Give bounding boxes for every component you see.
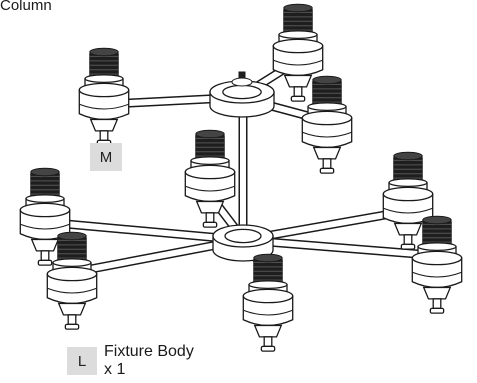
- lower-lamp-back-right: [382, 151, 434, 250]
- column-label: Column: [0, 0, 52, 14]
- lower-arm-front-right: [238, 235, 435, 260]
- fixture-body-quantity: x 1: [104, 361, 126, 378]
- lower-lamp-back: [184, 129, 236, 228]
- part-tag-m: M: [90, 143, 122, 171]
- lower-hub: [212, 224, 274, 262]
- fixture-body-label: Fixture Body x 1: [104, 343, 194, 379]
- lower-lamp-front-right: [411, 215, 463, 314]
- upper-hub: [209, 80, 275, 118]
- fixture-body-name: Fixture Body: [104, 343, 194, 360]
- upper-lamp-right: [301, 75, 353, 174]
- finial-base: [231, 77, 253, 87]
- lower-lamp-back-left: [19, 167, 71, 266]
- upper-lamp-back-right: [272, 3, 324, 102]
- part-tag-l: L: [67, 347, 97, 375]
- lower-arm-back-left: [50, 218, 248, 245]
- lower-lamp-front: [242, 253, 294, 352]
- upper-lamp-left: [78, 47, 130, 146]
- lower-lamp-front-left: [46, 231, 98, 330]
